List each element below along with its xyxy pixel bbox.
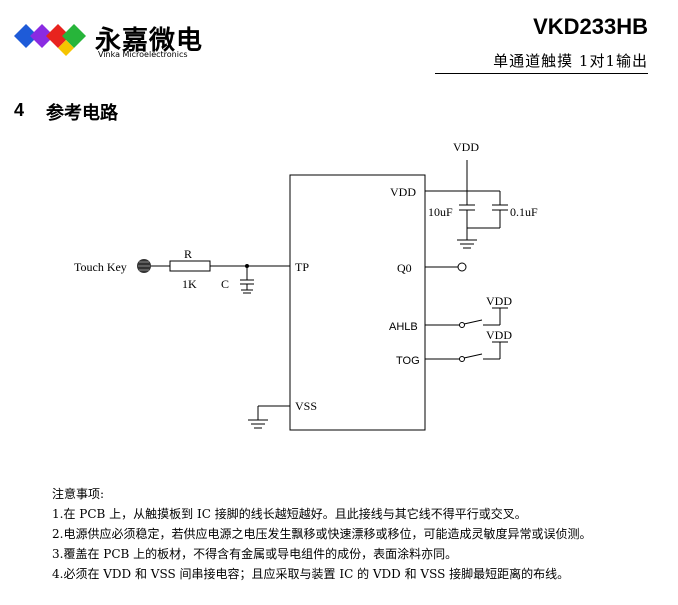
resistor-value-label: 1K bbox=[182, 277, 197, 291]
capacitor-label: C bbox=[221, 277, 229, 291]
vdd-switch2-label: VDD bbox=[486, 328, 512, 342]
section-number: 4 bbox=[14, 100, 25, 120]
cap-10uf-label: 10uF bbox=[428, 205, 453, 219]
product-subtitle: 单通道触摸 1对1输出 bbox=[493, 52, 648, 70]
cap-01uf-label: 0.1uF bbox=[510, 205, 538, 219]
resistor-label: R bbox=[184, 247, 192, 261]
company-name-en: Vinka Microelectronics bbox=[98, 50, 188, 59]
company-logo-icon bbox=[14, 24, 86, 56]
section-title: 参考电路 bbox=[46, 103, 118, 124]
reference-circuit-diagram: VDD VDD TP Q0 AHLB TOG VSS 10uF 0.1uF To… bbox=[74, 140, 538, 431]
ic-body bbox=[289, 174, 426, 431]
vdd-top-label: VDD bbox=[453, 140, 479, 154]
note-item: 2.电源供应必须稳定，若供应电源之电压发生飘移或快速漂移或移位，可能造成灵敏度异… bbox=[52, 527, 592, 541]
part-number: VKD233HB bbox=[533, 14, 648, 39]
header-divider bbox=[435, 73, 648, 74]
note-item: 1.在 PCB 上，从触摸板到 IC 接脚的线长越短越好。且此接线与其它线不得平… bbox=[52, 507, 527, 521]
pin-tp-label: TP bbox=[295, 260, 309, 274]
notes-section: 注意事项: 1.在 PCB 上，从触摸板到 IC 接脚的线长越短越好。且此接线与… bbox=[52, 484, 591, 584]
company-name-cn: 永嘉微电 bbox=[95, 26, 204, 56]
pin-q0-label: Q0 bbox=[397, 261, 412, 275]
vdd-switch1-label: VDD bbox=[486, 294, 512, 308]
pin-ahlb-label: AHLB bbox=[389, 321, 418, 333]
pin-vdd-label: VDD bbox=[390, 185, 416, 199]
notes-heading: 注意事项: bbox=[52, 487, 105, 501]
pin-tog-label: TOG bbox=[396, 355, 420, 367]
note-item: 3.覆盖在 PCB 上的板材，不得含有金属或导电组件的成份，表面涂料亦同。 bbox=[52, 547, 458, 561]
pin-vss-label: VSS bbox=[295, 399, 317, 413]
note-item: 4.必须在 VDD 和 VSS 间串接电容；且应采取与装置 IC 的 VDD 和… bbox=[52, 567, 570, 581]
touch-key-label: Touch Key bbox=[74, 260, 127, 274]
